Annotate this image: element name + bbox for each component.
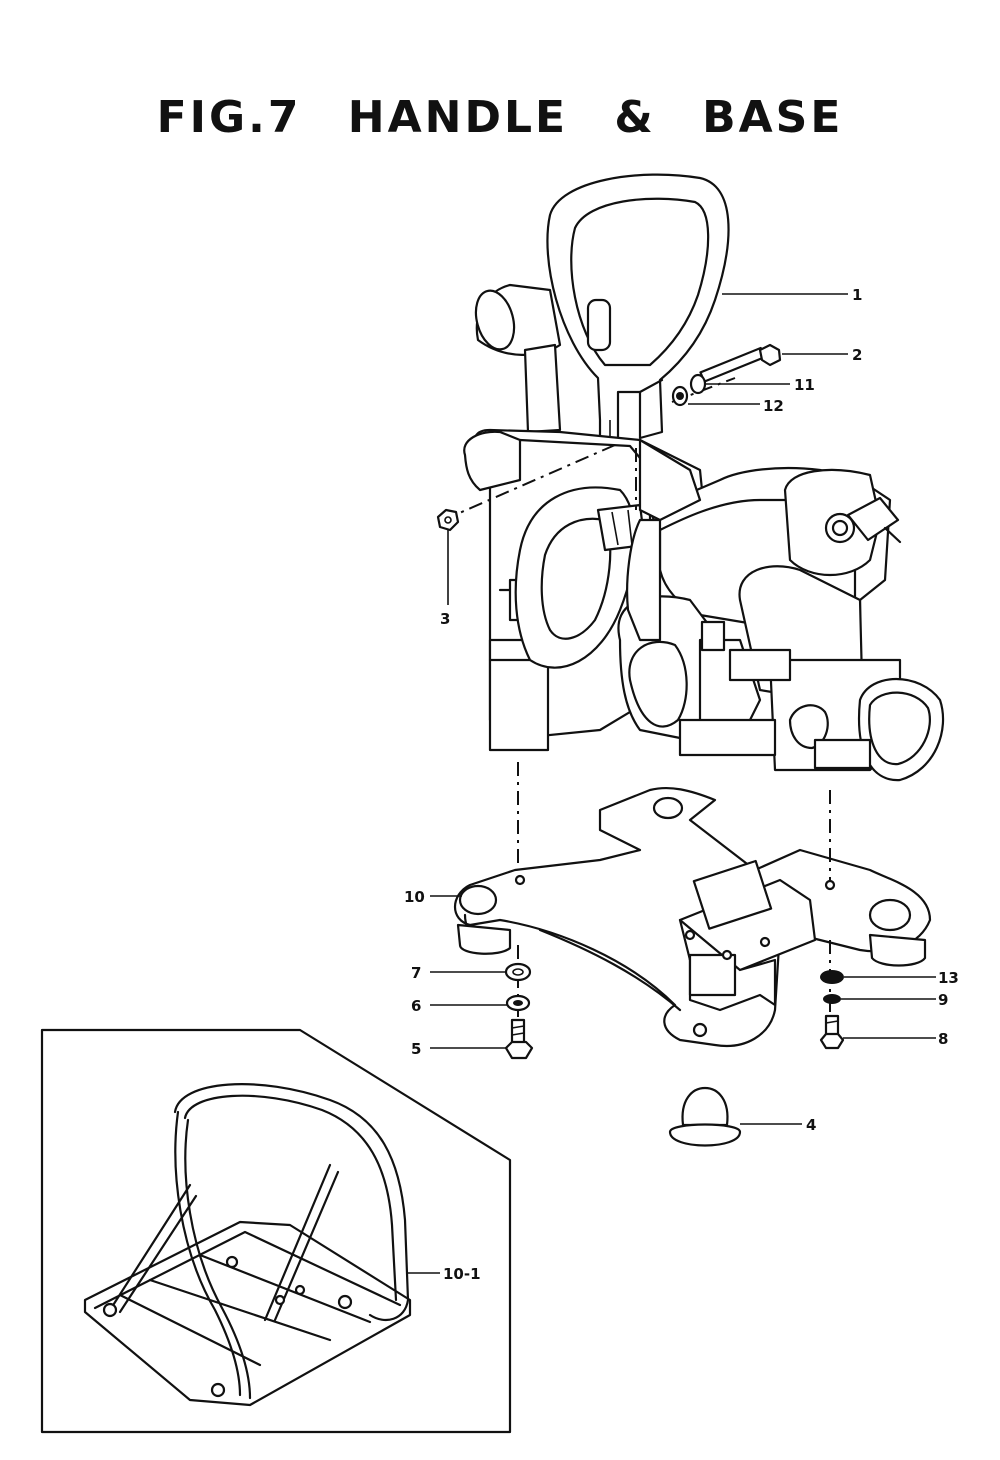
callout-6: 6 — [411, 997, 421, 1015]
fasteners-lower-right — [819, 970, 845, 1050]
callout-3: 3 — [440, 610, 450, 628]
outlet-pipe — [474, 283, 562, 434]
callout-10-1: 10-1 — [443, 1265, 481, 1283]
callout-9: 9 — [938, 991, 948, 1009]
fasteners-lower-left — [504, 962, 534, 1060]
callout-5: 5 — [411, 1040, 421, 1058]
callout-labels: 1 2 11 12 3 10 7 6 5 13 9 8 4 10-1 — [404, 286, 959, 1283]
leader-lines — [408, 293, 936, 1274]
rubber-foot-part-4 — [668, 1086, 742, 1147]
callout-2: 2 — [852, 346, 862, 364]
callout-8: 8 — [938, 1030, 948, 1048]
callout-12: 12 — [763, 397, 784, 415]
callout-7: 7 — [411, 964, 421, 982]
figure-title: FIG.7 HANDLE & BASE — [156, 92, 844, 143]
handle-part-1 — [546, 173, 730, 448]
inset-frame-part-10-1 — [40, 1028, 512, 1434]
callout-4: 4 — [806, 1116, 816, 1134]
callout-1: 1 — [852, 286, 862, 304]
callout-10: 10 — [404, 888, 425, 906]
callout-13: 13 — [938, 969, 959, 987]
pump-casing — [463, 428, 707, 752]
base-frame-part-10 — [454, 786, 932, 1048]
fasteners-upper — [436, 343, 782, 532]
engine — [617, 438, 945, 782]
callout-11: 11 — [794, 376, 815, 394]
